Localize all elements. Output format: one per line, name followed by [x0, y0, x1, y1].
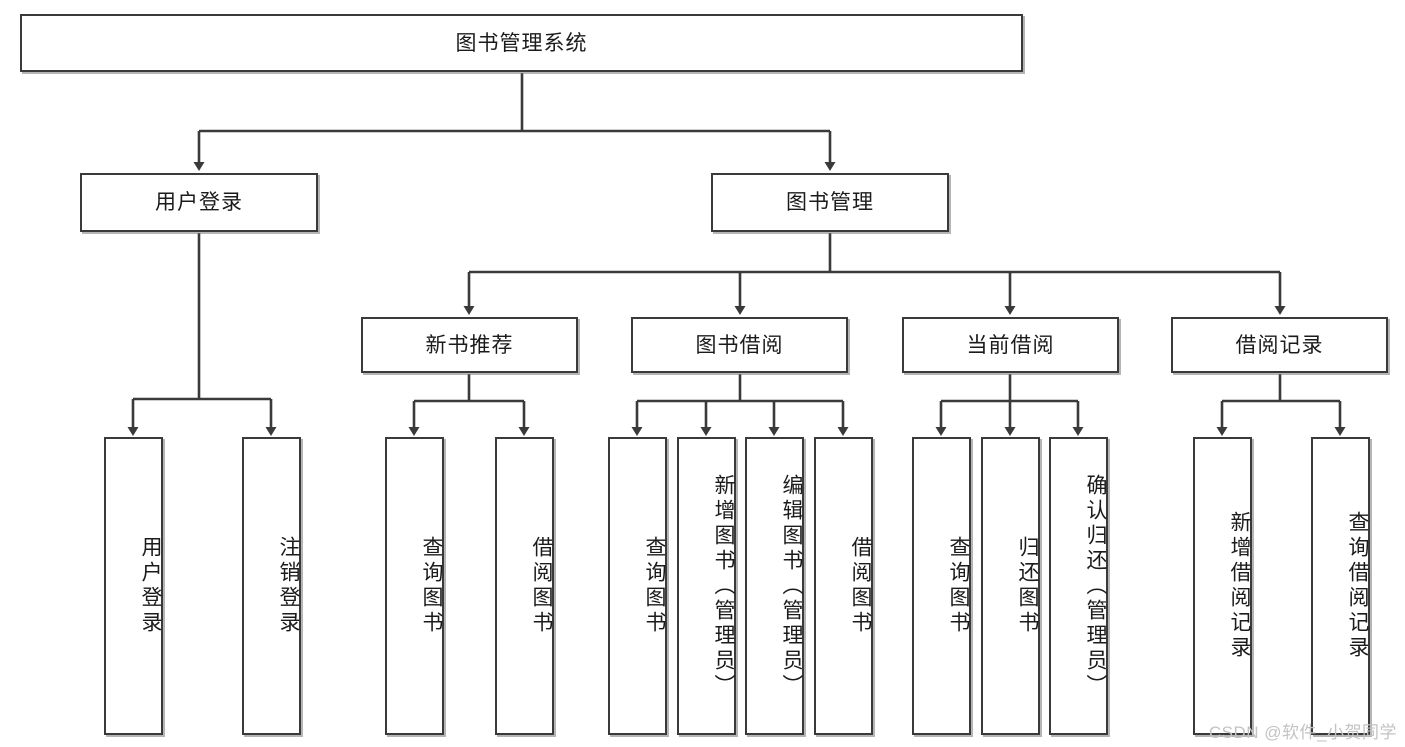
- node-label: 图书管理系统: [455, 31, 588, 55]
- node-label: 图书借阅: [695, 333, 784, 357]
- node-book-borrow[interactable]: 图书借阅: [631, 317, 848, 373]
- node-label: 图书管理: [786, 191, 874, 214]
- node-label: 用户登录: [139, 536, 162, 636]
- leaf-current-borrow-query[interactable]: 查询图书: [912, 437, 971, 735]
- node-label: 注销登录: [277, 536, 300, 636]
- node-label: 查询图书: [643, 536, 666, 636]
- leaf-current-borrow-confirm-return[interactable]: 确认归还（管理员）: [1049, 437, 1108, 735]
- leaf-book-borrow-add[interactable]: 新增图书（管理员）: [677, 437, 736, 735]
- node-label: 新书推荐: [425, 333, 514, 357]
- csdn-watermark: CSDN @软件_小贺同学: [1208, 723, 1397, 742]
- leaf-new-book-query[interactable]: 查询图书: [385, 437, 444, 735]
- node-current-borrow[interactable]: 当前借阅: [902, 317, 1119, 373]
- node-label: 编辑图书（管理员）: [780, 473, 803, 699]
- node-label: 查询图书: [947, 536, 970, 636]
- node-label: 用户登录: [155, 191, 243, 214]
- node-book-management[interactable]: 图书管理: [711, 173, 949, 232]
- node-label: 借阅图书: [530, 536, 553, 636]
- leaf-user-login-login[interactable]: 用户登录: [104, 437, 163, 735]
- leaf-borrow-record-query[interactable]: 查询借阅记录: [1311, 437, 1370, 735]
- node-label: 查询图书: [420, 536, 443, 636]
- node-new-book-recommend[interactable]: 新书推荐: [361, 317, 578, 373]
- leaf-new-book-borrow[interactable]: 借阅图书: [495, 437, 554, 735]
- node-label: 确认归还（管理员）: [1084, 473, 1107, 699]
- leaf-user-login-logout[interactable]: 注销登录: [242, 437, 301, 735]
- node-label: 归还图书: [1016, 536, 1039, 636]
- node-root-library-system[interactable]: 图书管理系统: [20, 14, 1023, 72]
- leaf-book-borrow-borrow[interactable]: 借阅图书: [814, 437, 873, 735]
- leaf-borrow-record-add[interactable]: 新增借阅记录: [1193, 437, 1252, 735]
- node-label: 借阅图书: [849, 536, 872, 636]
- leaf-current-borrow-return[interactable]: 归还图书: [981, 437, 1040, 735]
- node-borrow-record[interactable]: 借阅记录: [1171, 317, 1388, 373]
- leaf-book-borrow-query[interactable]: 查询图书: [608, 437, 667, 735]
- node-label: 当前借阅: [966, 333, 1055, 357]
- node-label: 借阅记录: [1235, 333, 1324, 357]
- node-label: 查询借阅记录: [1346, 511, 1369, 661]
- node-user-login[interactable]: 用户登录: [80, 173, 318, 232]
- node-label: 新增图书（管理员）: [712, 473, 735, 699]
- leaf-book-borrow-edit[interactable]: 编辑图书（管理员）: [745, 437, 804, 735]
- node-label: 新增借阅记录: [1228, 511, 1251, 661]
